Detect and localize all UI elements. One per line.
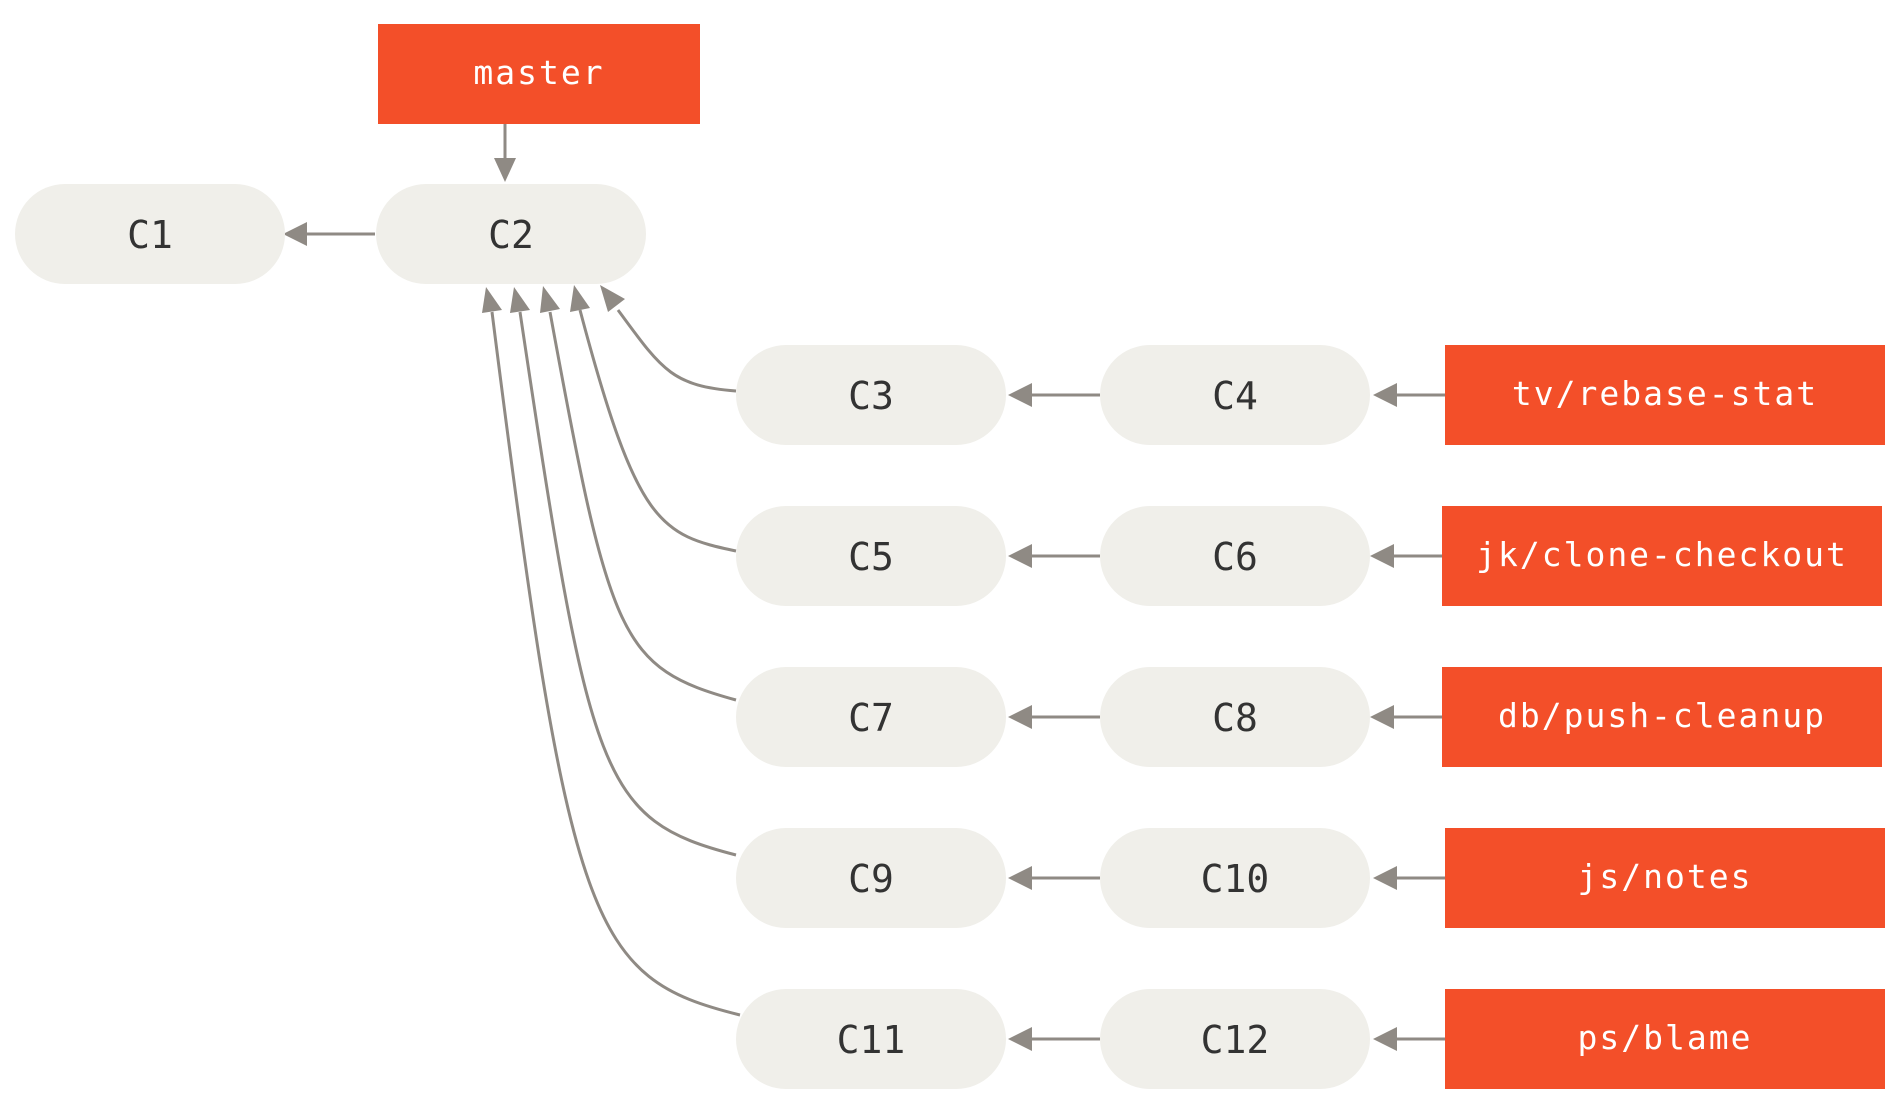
commit-label: C4 [1212,374,1258,418]
commit-c10: C10 [1100,828,1370,928]
branch-tv-rebase-stat: tv/rebase-stat [1445,345,1885,445]
arrow-c10-to-c9 [1008,866,1100,890]
commit-label: C8 [1212,696,1258,740]
arrow-c3-to-c2 [600,285,737,393]
branch-db-push-cleanup: db/push-cleanup [1442,667,1882,767]
branch-jk-clone-checkout: jk/clone-checkout [1442,506,1882,606]
commit-label: C9 [848,857,894,901]
commit-label: C7 [848,696,894,740]
arrow-c9-to-c2 [510,287,737,857]
arrow-c7-to-c2 [540,286,737,702]
arrow-tv-to-c4 [1373,383,1445,407]
commit-c11: C11 [736,989,1006,1089]
commit-c8: C8 [1100,667,1370,767]
arrow-db-to-c8 [1370,705,1442,729]
commit-label: C2 [488,213,534,257]
commits: C1 C2 C3 C4 C5 C6 C7 C8 [15,184,1370,1089]
commit-label: C3 [848,374,894,418]
branch-master: master [378,24,700,124]
connectors [283,124,1445,1051]
branch-label: ps/blame [1578,1018,1753,1057]
branch-label: js/notes [1578,857,1753,896]
commit-c7: C7 [736,667,1006,767]
arrow-c4-to-c3 [1008,383,1100,407]
branch-label: master [473,53,604,92]
commit-c9: C9 [736,828,1006,928]
commit-c1: C1 [15,184,285,284]
arrow-ps-to-c12 [1373,1027,1445,1051]
arrow-c2-to-c1 [283,222,375,246]
commit-c12: C12 [1100,989,1370,1089]
commit-c4: C4 [1100,345,1370,445]
arrow-master-to-c2 [494,124,516,182]
arrow-c8-to-c7 [1008,705,1100,729]
commit-label: C11 [837,1018,906,1062]
branch-label: jk/clone-checkout [1476,535,1848,574]
arrow-jk-to-c6 [1370,544,1442,568]
branch-ps-blame: ps/blame [1445,989,1885,1089]
branch-label: db/push-cleanup [1498,696,1826,735]
commit-label: C6 [1212,535,1258,579]
arrow-c11-to-c2 [482,287,741,1017]
branch-label: tv/rebase-stat [1512,374,1818,413]
commit-c5: C5 [736,506,1006,606]
branches: master tv/rebase-stat jk/clone-checkout … [378,24,1885,1089]
arrow-c6-to-c5 [1008,544,1100,568]
commit-label: C12 [1201,1018,1270,1062]
commit-c6: C6 [1100,506,1370,606]
arrow-js-to-c10 [1373,866,1445,890]
commit-label: C10 [1201,857,1270,901]
arrow-c5-to-c2 [570,285,737,553]
commit-c3: C3 [736,345,1006,445]
branch-js-notes: js/notes [1445,828,1885,928]
commit-label: C5 [848,535,894,579]
arrow-c12-to-c11 [1008,1027,1100,1051]
commit-label: C1 [127,213,173,257]
commit-c2: C2 [376,184,646,284]
